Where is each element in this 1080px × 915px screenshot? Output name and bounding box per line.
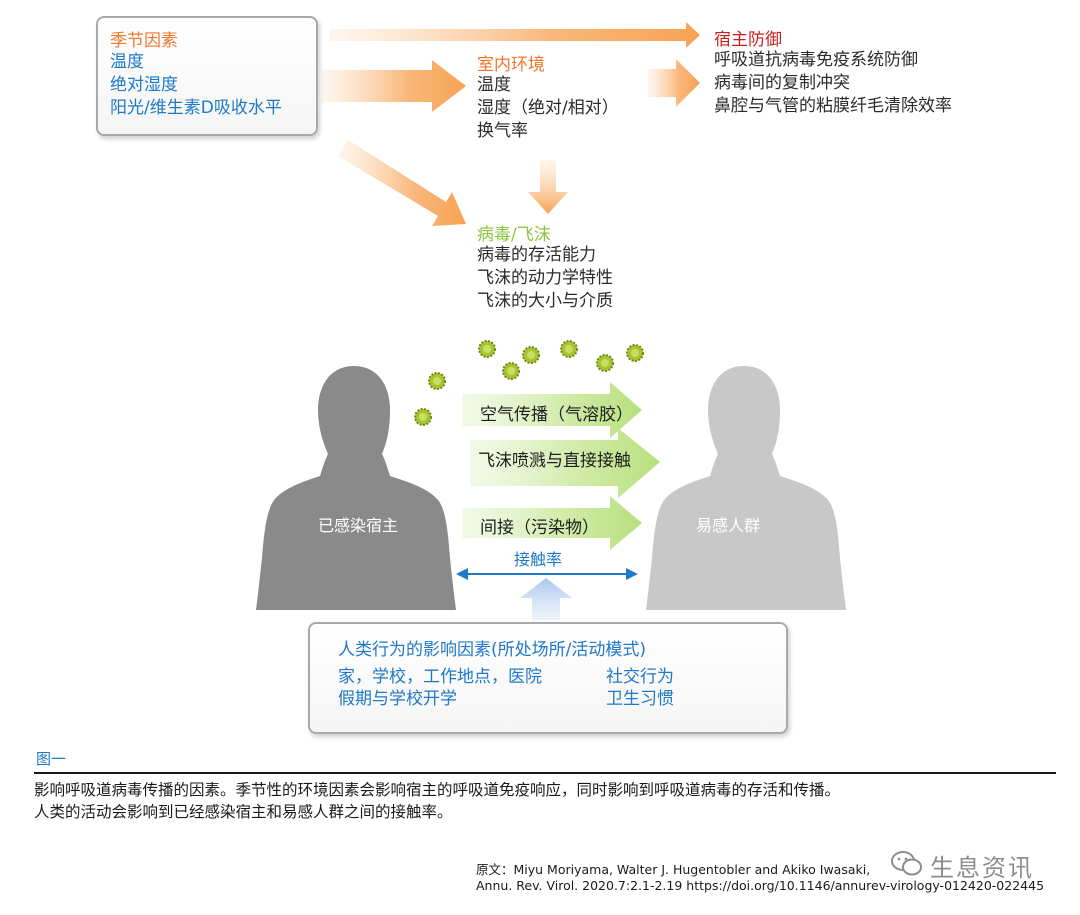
- behavior-item: 假期与学校开学: [338, 689, 457, 709]
- route-droplet-label: 飞沫喷溅与直接接触: [478, 451, 631, 471]
- infected-host-label: 已感染宿主: [318, 516, 399, 535]
- arrow-route-airborne: [462, 382, 642, 438]
- contact-rate-label: 接触率: [514, 550, 563, 569]
- susceptible-label: 易感人群: [696, 516, 761, 535]
- arrow-indoor-to-virus: [528, 160, 568, 214]
- route-indirect-label: 间接（污染物）: [480, 518, 599, 538]
- arrow-behavior-to-contact: [520, 578, 572, 620]
- human-behavior-title: 人类行为的影响因素(所处场所/活动模式): [338, 640, 646, 660]
- virus-icon: [522, 346, 540, 364]
- host-defense-item: 呼吸道抗病毒免疫系统防御: [714, 50, 918, 70]
- arrow-route-droplet: [470, 428, 660, 498]
- figure-label: 图一: [36, 750, 67, 768]
- watermark-text: 生息资讯: [930, 854, 1034, 882]
- contact-rate-arrowhead-right: [626, 568, 638, 580]
- infected-host-silhouette: [256, 366, 456, 610]
- virus-icon: [478, 340, 496, 358]
- indoor-item: 换气率: [477, 121, 528, 141]
- arrow-seasonal-to-host: [330, 22, 700, 48]
- caption-line: 人类的活动会影响到已经感染宿主和易感人群之间的接触率。: [34, 803, 453, 821]
- behavior-item: 卫生习惯: [606, 689, 674, 709]
- behavior-item: 家，学校，工作地点，医院: [338, 667, 542, 687]
- virus-icon: [502, 362, 520, 380]
- arrow-seasonal-to-indoor: [322, 60, 466, 112]
- contact-rate-arrowhead-left: [456, 568, 468, 580]
- virus-icon: [560, 340, 578, 358]
- seasonal-item: 温度: [110, 52, 144, 72]
- indoor-item: 温度: [477, 75, 511, 95]
- behavior-item: 社交行为: [606, 667, 674, 687]
- susceptible-silhouette: [646, 366, 846, 610]
- indoor-title: 室内环境: [477, 55, 545, 75]
- virus-droplet-item: 飞沫的大小与介质: [477, 291, 613, 311]
- virus-icon: [414, 408, 432, 426]
- virus-droplet-item: 飞沫的动力学特性: [477, 268, 613, 288]
- arrow-indoor-to-host: [648, 59, 700, 107]
- caption-line: 影响呼吸道病毒传播的因素。季节性的环境因素会影响宿主的呼吸道免疫响应，同时影响到…: [34, 781, 841, 799]
- virus-icon: [596, 354, 614, 372]
- source-line: Annu. Rev. Virol. 2020.7:2.1-2.19 https:…: [476, 878, 1045, 893]
- virus-droplet-item: 病毒的存活能力: [477, 245, 596, 265]
- virus-droplet-title: 病毒/飞沫: [477, 225, 551, 245]
- host-defense-item: 病毒间的复制冲突: [714, 73, 850, 93]
- host-defense-title: 宿主防御: [714, 30, 782, 50]
- route-airborne-label: 空气传播（气溶胶）: [480, 405, 633, 425]
- wechat-icon: [891, 851, 922, 876]
- source-line: 原文：Miyu Moriyama, Walter J. Hugentobler …: [476, 862, 871, 877]
- virus-icon: [428, 372, 446, 390]
- seasonal-item: 阳光/维生素D吸收水平: [110, 98, 282, 118]
- caption-divider: [34, 772, 1056, 774]
- seasonal-item: 绝对湿度: [110, 75, 178, 95]
- host-defense-item: 鼻腔与气管的粘膜纤毛清除效率: [714, 96, 952, 116]
- arrow-seasonal-to-virus: [338, 140, 466, 226]
- indoor-item: 湿度（绝对/相对）: [477, 98, 619, 118]
- human-behavior-box: 人类行为的影响因素(所处场所/活动模式) 家，学校，工作地点，医院 假期与学校开…: [308, 622, 788, 734]
- watermark: 生息资讯: [890, 846, 1060, 882]
- arrow-route-indirect: [462, 496, 642, 550]
- seasonal-factors-box: 季节因素 温度 绝对湿度 阳光/维生素D吸收水平: [96, 16, 318, 136]
- virus-icon: [626, 344, 644, 362]
- seasonal-title: 季节因素: [110, 31, 178, 51]
